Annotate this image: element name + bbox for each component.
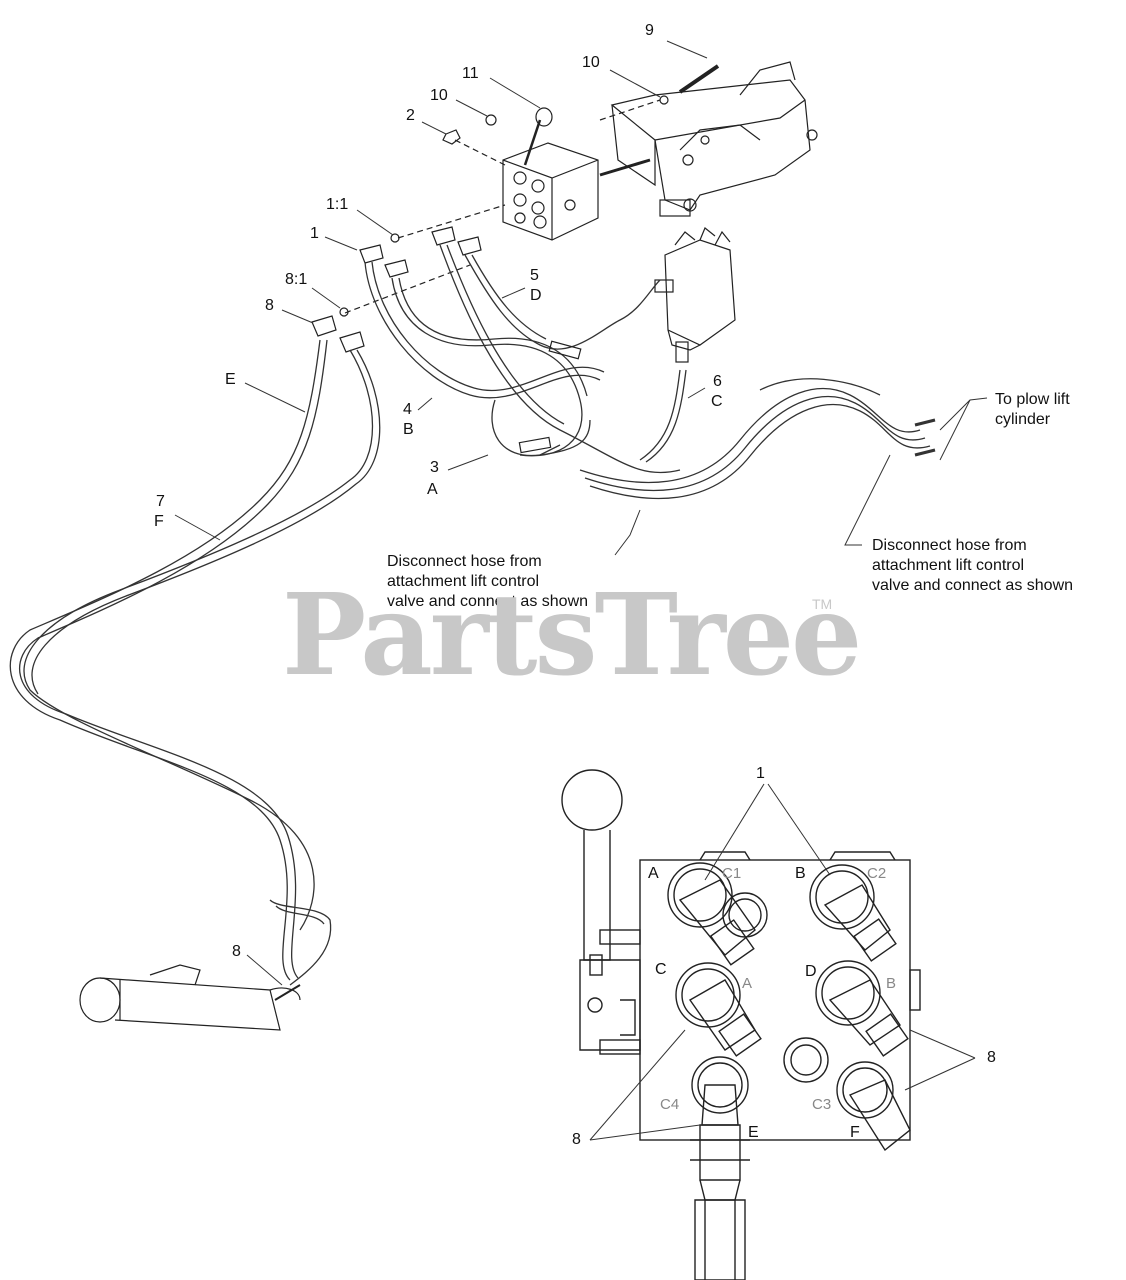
detail-label-e: E	[748, 1124, 759, 1141]
note-line: attachment lift control	[872, 557, 1025, 574]
pin-rod	[599, 64, 720, 177]
o-ring-8-1	[339, 307, 349, 317]
detail-label-b: B	[795, 865, 806, 882]
callout-f: F	[154, 513, 164, 530]
port-label-a: A	[742, 975, 753, 992]
callout-8: 8	[265, 297, 274, 314]
note-line: cylinder	[995, 411, 1051, 428]
callout-5: 5	[530, 267, 539, 284]
port-label-c4: C4	[660, 1096, 680, 1113]
lift-control-valve	[654, 227, 736, 363]
fittings	[311, 226, 482, 353]
detail-label-a: A	[648, 865, 659, 882]
callout-11: 11	[462, 65, 479, 82]
leader-lines	[174, 40, 988, 986]
callout-b: B	[403, 421, 414, 438]
callout-9: 9	[645, 22, 654, 39]
washer-10a	[659, 95, 669, 105]
o-ring-1-1	[390, 233, 400, 243]
callout-1-1: 1:1	[326, 196, 349, 213]
callout-3: 3	[430, 459, 439, 476]
detail-label-d: D	[805, 963, 817, 980]
detail-callout-1: 1	[756, 765, 765, 782]
long-hoses-e-f	[9, 339, 381, 986]
couplers	[518, 340, 582, 454]
detail-leader-lines	[589, 783, 976, 1141]
note-line: valve and connect as shown	[872, 577, 1074, 594]
note-disconnect-hose-left: Disconnect hose from attachment lift con…	[387, 552, 588, 612]
callout-10: 10	[430, 87, 448, 104]
callout-2: 2	[406, 107, 415, 124]
callout-7: 7	[156, 493, 165, 510]
valve-detail-view	[561, 769, 921, 1280]
mounting-bracket	[610, 61, 818, 217]
port-label-b: B	[886, 975, 897, 992]
note-line: To plow lift	[995, 391, 1070, 408]
callout-8: 8	[232, 943, 241, 960]
callout-8-1: 8:1	[285, 271, 308, 288]
control-valve-block	[502, 142, 599, 241]
callout-6: 6	[713, 373, 722, 390]
callout-a: A	[427, 481, 438, 498]
detail-label-f: F	[850, 1124, 860, 1141]
nut-2	[442, 129, 461, 145]
note-line: Disconnect hose from	[387, 553, 542, 570]
note-disconnect-hose-right: Disconnect hose from attachment lift con…	[872, 536, 1073, 596]
callout-4: 4	[403, 401, 412, 418]
detail-callout-8: 8	[987, 1049, 996, 1066]
note-line: Disconnect hose from	[872, 537, 1027, 554]
plow-lift-cylinder	[79, 964, 301, 1031]
trademark-symbol: TM	[812, 596, 833, 612]
detail-callout-8: 8	[572, 1131, 581, 1148]
callout-d: D	[530, 287, 542, 304]
callout-e: E	[225, 371, 236, 388]
control-lever	[523, 107, 553, 166]
callout-c: C	[711, 393, 723, 410]
port-label-c3: C3	[812, 1096, 832, 1113]
note-line: valve and connect as shown	[387, 593, 589, 610]
partstree-watermark: PartsTree	[282, 570, 862, 701]
washer-10b	[485, 114, 497, 126]
top-hoses	[364, 244, 936, 500]
callout-10: 10	[582, 54, 600, 71]
note-plow-lift-cylinder: To plow lift cylinder	[995, 390, 1070, 430]
note-line: attachment lift control	[387, 573, 540, 590]
port-label-c2: C2	[867, 865, 887, 882]
callout-1: 1	[310, 225, 319, 242]
port-label-c1: C1	[722, 865, 742, 882]
detail-label-c: C	[655, 961, 667, 978]
